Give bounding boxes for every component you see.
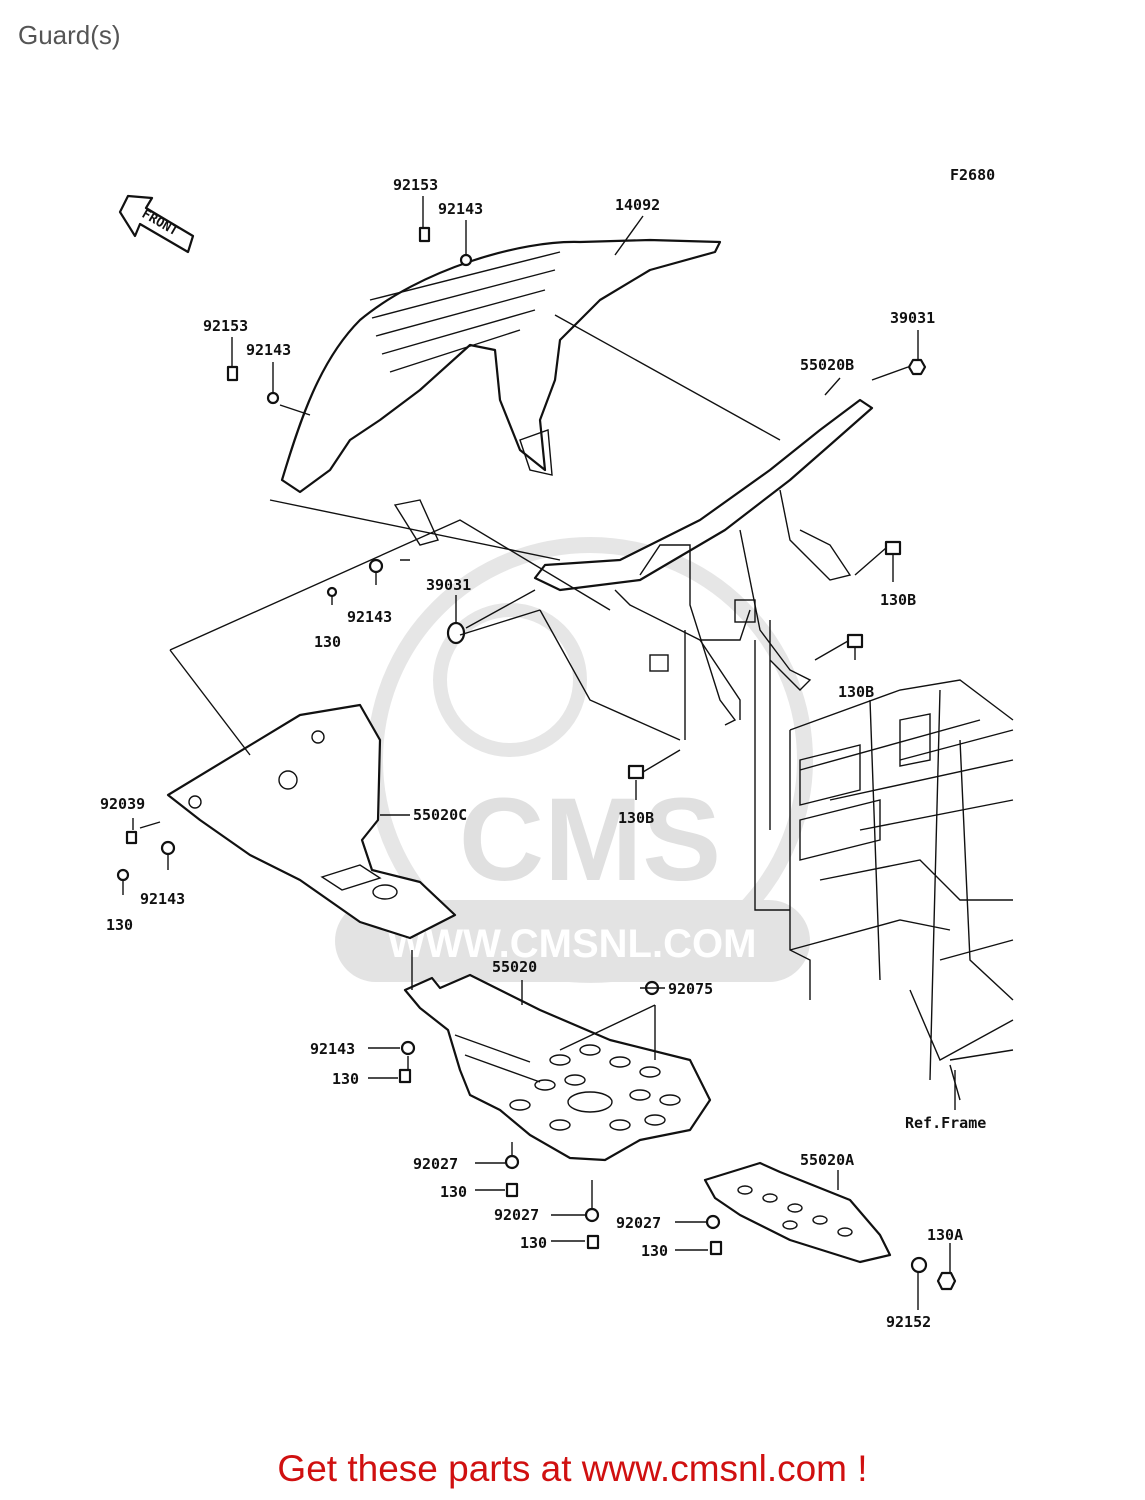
front-guard-part	[280, 238, 722, 546]
part-number-labels: F2680 Ref.Frame 92153 92143 14092 92153 …	[100, 166, 995, 1331]
part-label: 92143	[140, 890, 185, 908]
part-label: 130B	[838, 683, 874, 701]
part-label: 130	[440, 1183, 467, 1201]
part-label: 92075	[668, 980, 713, 998]
cmsnl-watermark: CMS WWW.CMSNL.COM	[335, 537, 813, 983]
part-label: 14092	[615, 196, 660, 214]
part-label: 130	[520, 1234, 547, 1252]
skid-plate-55020a-part	[703, 1161, 892, 1264]
part-label: 130A	[927, 1226, 963, 1244]
part-label: 55020C	[413, 806, 467, 824]
part-label: 130B	[880, 591, 916, 609]
vehicle-frame-part	[789, 679, 1014, 1101]
watermark-logo-text: CMS	[459, 774, 721, 906]
part-label: 92143	[347, 608, 392, 626]
part-label: 130B	[618, 809, 654, 827]
skid-plate-55020-part	[403, 973, 712, 1162]
page-title: Guard(s)	[18, 20, 121, 50]
shop-link-cta[interactable]: Get these parts at www.cmsnl.com !	[277, 1448, 868, 1489]
part-label: 92152	[886, 1313, 931, 1331]
part-label: 92153	[203, 317, 248, 335]
hardware-fasteners	[116, 226, 957, 1291]
guard-frame-pipe-part	[533, 398, 874, 726]
part-label: 92143	[310, 1040, 355, 1058]
part-label: 55020	[492, 958, 537, 976]
part-label: 55020B	[800, 356, 854, 374]
part-label: 130	[314, 633, 341, 651]
part-label: 92153	[393, 176, 438, 194]
ref-frame-label: Ref.Frame	[905, 1114, 986, 1132]
part-label: 39031	[426, 576, 471, 594]
part-label: 130	[641, 1242, 668, 1260]
leader-lines	[122, 196, 956, 1310]
part-label: 92039	[100, 795, 145, 813]
part-label: 92027	[494, 1206, 539, 1224]
part-label: 55020A	[800, 1151, 854, 1169]
watermark-site-text: WWW.CMSNL.COM	[388, 922, 757, 966]
part-label: 39031	[890, 309, 935, 327]
part-label: 130	[332, 1070, 359, 1088]
part-label: 92143	[246, 341, 291, 359]
front-arrow-icon: FRONT	[118, 194, 195, 254]
part-label: 130	[106, 916, 133, 934]
skid-plate-55020c-part	[166, 703, 457, 940]
part-label: 92027	[413, 1155, 458, 1173]
figure-code-label: F2680	[950, 166, 995, 184]
part-label: 92027	[616, 1214, 661, 1232]
part-label: 92143	[438, 200, 483, 218]
